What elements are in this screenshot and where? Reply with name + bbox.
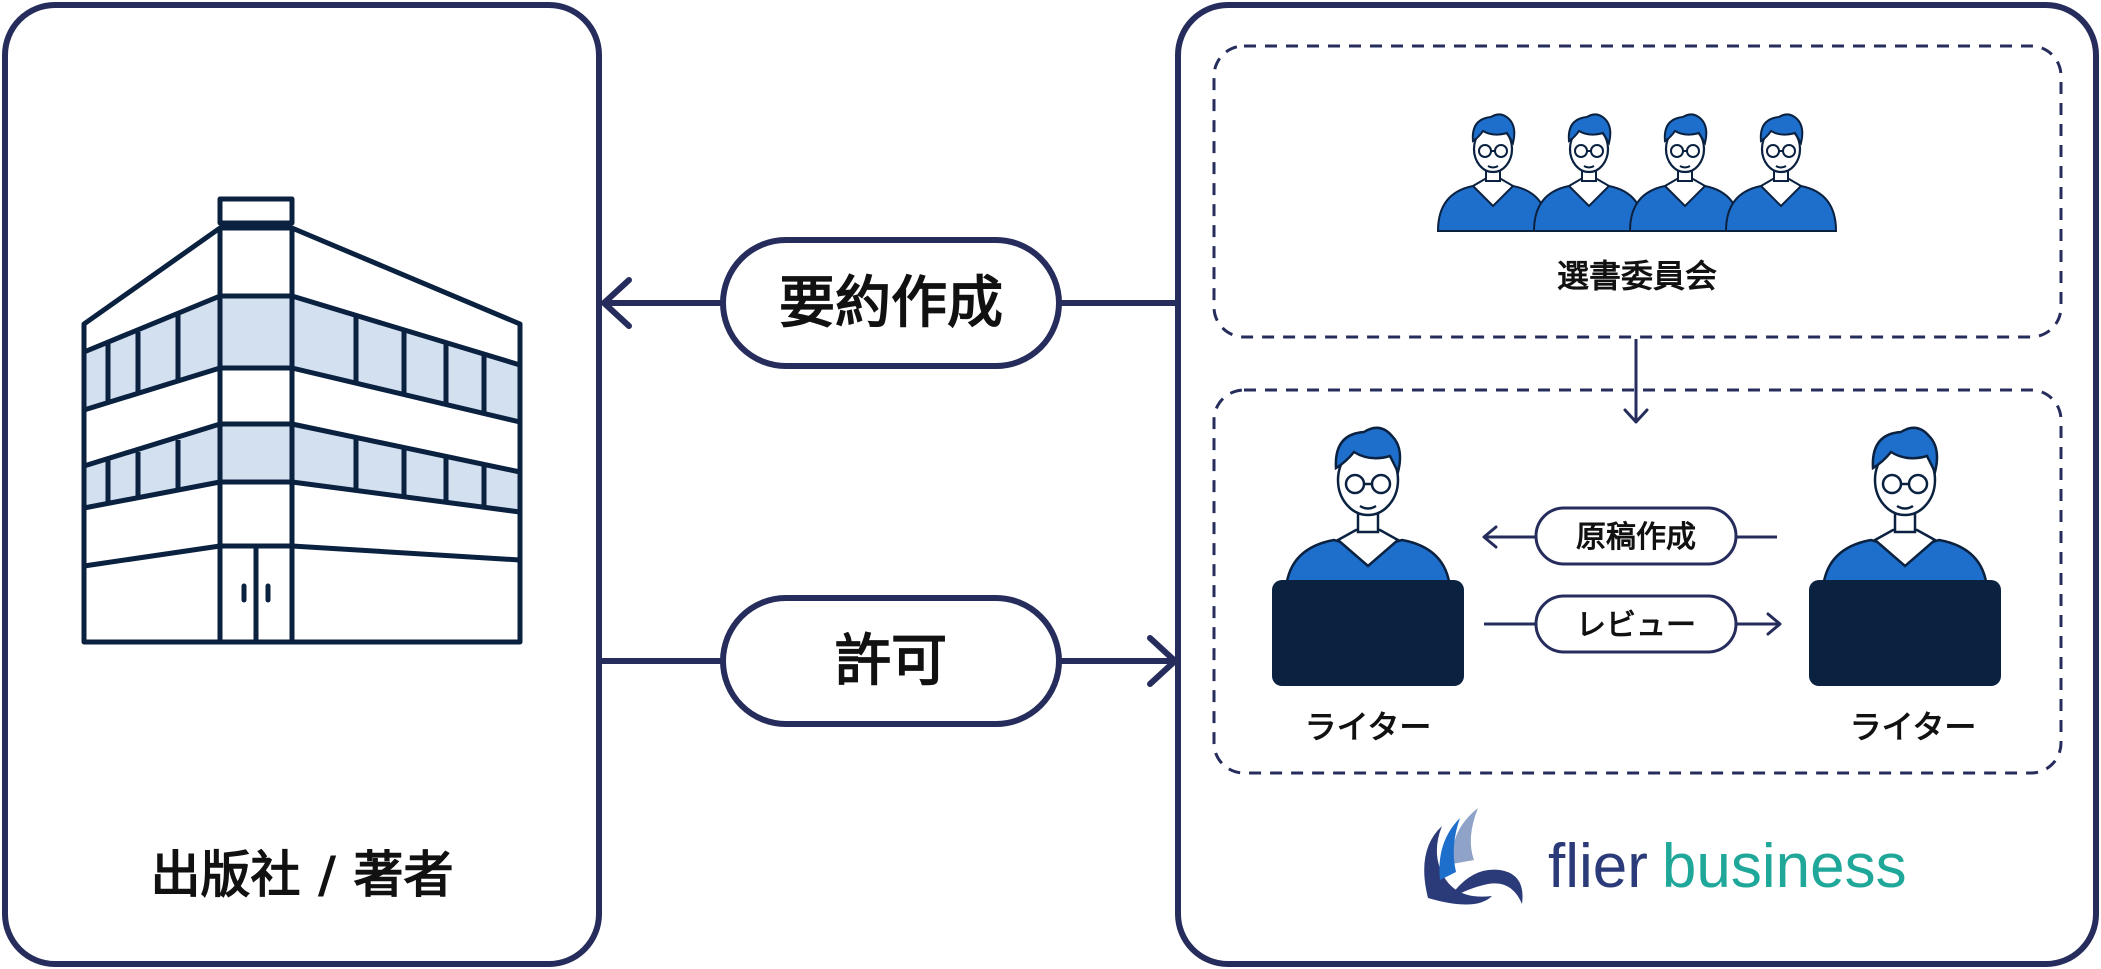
logo-word-business: business	[1662, 832, 1907, 901]
left-panel	[2, 2, 602, 967]
writer-right-icon	[1807, 426, 2003, 688]
committee-box	[1212, 44, 2063, 339]
right-panel	[1175, 2, 2099, 967]
summary-creation-label: 要約作成	[779, 271, 1003, 336]
publisher-author-label: 出版社 / 著者	[150, 846, 453, 904]
flier-wave-logo-icon	[1424, 808, 1523, 905]
review-pill	[1534, 594, 1738, 654]
writer-right-label: ライター	[1850, 708, 1977, 746]
committee-member-icon	[1532, 113, 1646, 233]
committee-member-icon	[1628, 113, 1742, 233]
committee-label: 選書委員会	[1557, 257, 1717, 295]
logo-word-flier: flier	[1548, 832, 1648, 901]
writer-left-label: ライター	[1305, 708, 1432, 746]
committee-to-writers-arrow	[1623, 339, 1649, 424]
arrow-left-icon	[1482, 525, 1498, 549]
review-flow: レビュー	[1484, 594, 1782, 654]
arrow-down-icon	[1623, 408, 1649, 424]
arrow-right-icon	[1766, 612, 1782, 636]
summary-creation-pill	[720, 237, 1062, 369]
committee-member-icon	[1436, 113, 1550, 233]
draft-creation-flow: 原稿作成	[1482, 506, 1777, 566]
committee-members	[1436, 113, 1838, 233]
draft-creation-pill	[1534, 506, 1738, 566]
permission-pill	[720, 595, 1062, 727]
draft-creation-label: 原稿作成	[1576, 520, 1696, 555]
committee-member-icon	[1724, 113, 1838, 233]
permission-label: 許可	[835, 629, 947, 694]
writers-box	[1212, 388, 2063, 775]
review-label: レビュー	[1576, 608, 1696, 643]
arrow-left-icon	[601, 277, 632, 329]
permission-flow: 許可	[599, 595, 1178, 727]
summary-creation-flow: 要約作成	[601, 237, 1175, 369]
writer-left-icon	[1270, 426, 1466, 688]
office-building-icon	[81, 196, 523, 645]
